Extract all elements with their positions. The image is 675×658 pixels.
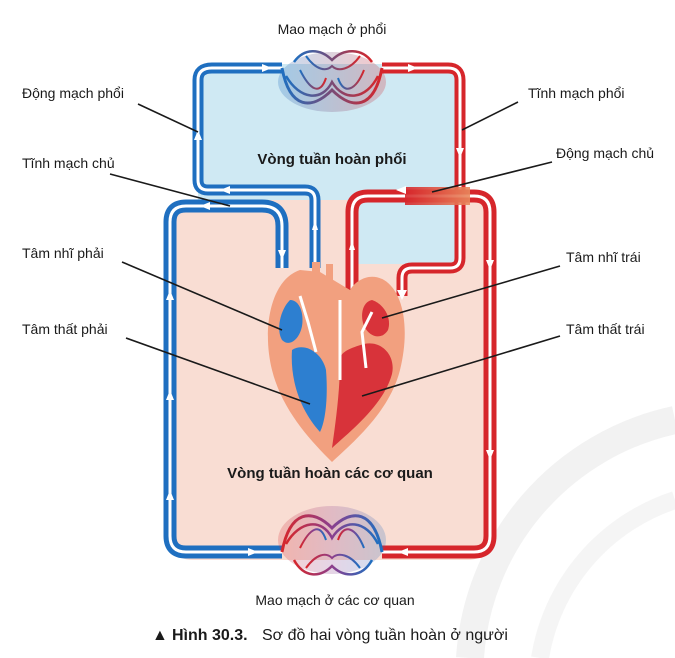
caption-figure-number: Hình 30.3. — [172, 627, 248, 644]
label-aorta: Động mạch chủ — [556, 145, 654, 161]
label-right-ventricle: Tâm thất phải — [22, 321, 108, 337]
lung-capillary-bed — [278, 50, 386, 112]
left-atrium-shape — [362, 300, 390, 337]
label-left-ventricle: Tâm thất trái — [566, 321, 645, 337]
label-systemic-circuit: Vòng tuần hoàn các cơ quan — [227, 465, 433, 482]
label-organ-capillaries: Mao mạch ở các cơ quan — [255, 592, 414, 608]
vessels — [163, 62, 497, 559]
organ-capillary-bed — [278, 506, 386, 576]
right-atrium-shape — [279, 300, 303, 343]
caption-text: Sơ đồ hai vòng tuần hoàn ở người — [262, 627, 508, 644]
label-pulmonary-vein: Tĩnh mạch phổi — [528, 85, 625, 101]
label-pulmonary-artery: Động mạch phổi — [22, 85, 124, 101]
label-lung-capillaries: Mao mạch ở phổi — [278, 21, 387, 37]
leader-lines — [109, 101, 561, 405]
label-vena-cava: Tĩnh mạch chủ — [22, 155, 115, 171]
caption-marker: ▲ — [152, 627, 168, 644]
label-right-atrium: Tâm nhĩ phải — [22, 245, 104, 261]
label-pulmonary-circuit: Vòng tuần hoàn phổi — [257, 151, 406, 168]
label-left-atrium: Tâm nhĩ trái — [566, 249, 641, 265]
flow-arrows — [166, 64, 494, 556]
labels: Mao mạch ở phổi Động mạch phổi Tĩnh mạch… — [22, 21, 654, 608]
right-ventricle-shape — [291, 347, 327, 432]
figure-caption: ▲ Hình 30.3. Sơ đồ hai vòng tuần hoàn ở … — [152, 627, 508, 644]
watermark — [456, 406, 675, 658]
